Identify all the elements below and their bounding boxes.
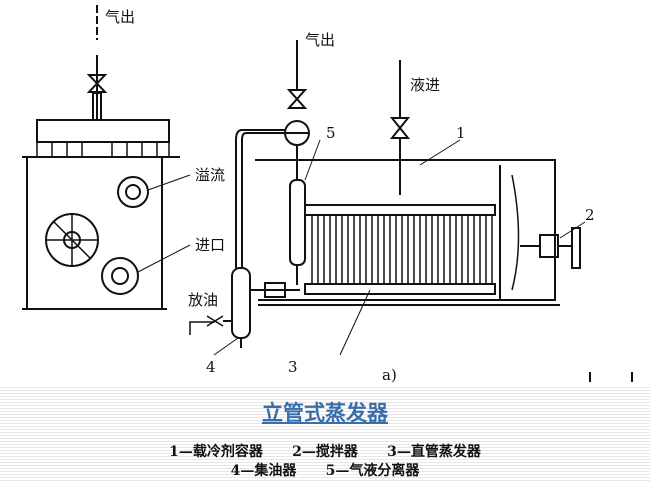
valve-icon — [86, 74, 108, 93]
valve-icon — [206, 315, 224, 327]
label-5: 5 — [326, 124, 336, 142]
gas-liquid-separator — [284, 40, 321, 285]
evaporator-diagram: 气出 气出 液进 溢流 进口 放油 1 2 3 4 5 a) — [22, 5, 633, 384]
refrigerant-container — [255, 139, 560, 306]
label-inlet: 进口 — [195, 236, 225, 254]
oil-collector — [189, 129, 300, 356]
label-liquid-in: 液进 — [410, 76, 440, 94]
tube-evaporator — [304, 204, 496, 356]
label-sub-a: a) — [382, 366, 397, 384]
legend-line-1: 1—载冷剂容器 2—搅拌器 3—直管蒸发器 — [169, 444, 481, 460]
label-oil-drain: 放油 — [188, 291, 218, 309]
label-2: 2 — [585, 206, 595, 224]
label-gas-out-left: 气出 — [105, 8, 135, 26]
label-3: 3 — [288, 358, 298, 376]
stirrer — [520, 221, 586, 269]
valve-icon — [286, 89, 308, 109]
label-1: 1 — [456, 124, 466, 142]
left-tank-side-view — [22, 5, 191, 310]
figure-title: 立管式蒸发器 — [262, 401, 388, 425]
liquid-inlet-pipe — [389, 60, 411, 195]
label-overflow: 溢流 — [195, 166, 225, 184]
valve-icon — [389, 117, 411, 139]
legend-line-2: 4—集油器 5—气液分离器 — [230, 463, 420, 479]
caption-area: 立管式蒸发器 1—载冷剂容器 2—搅拌器 3—直管蒸发器 4—集油器 5—气液分… — [0, 385, 650, 483]
label-gas-out-mid: 气出 — [305, 31, 335, 49]
label-4: 4 — [206, 358, 216, 376]
